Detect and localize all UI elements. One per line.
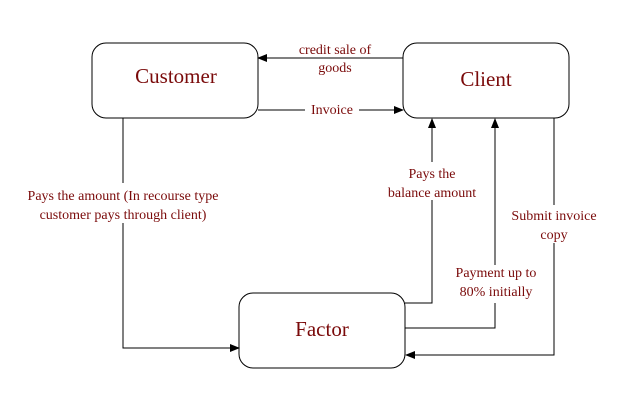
client-label: Client	[460, 67, 511, 91]
edge-submit-invoice: Submit invoice copy	[405, 118, 597, 359]
factor-label: Factor	[295, 317, 349, 341]
submit-invoice-label-line2: copy	[540, 228, 567, 243]
client-box	[402, 42, 570, 119]
pays-balance-label-line2: balance amount	[388, 186, 476, 201]
pays-balance-arrow-bottom	[405, 200, 433, 304]
edge-pays-balance: Pays the balance amount	[388, 118, 476, 304]
submit-invoice-label-line1: Submit invoice	[511, 209, 596, 224]
client-node: Client	[402, 42, 570, 119]
customer-node: Customer	[91, 42, 259, 119]
pays-amount-label-line1: Pays the amount (In recourse type	[28, 189, 219, 204]
edge-invoice: Invoice	[258, 103, 404, 118]
pays-amount-label-line2: customer pays through client)	[40, 208, 207, 223]
edge-payment-initial: Payment up to 80% initially	[405, 118, 537, 329]
submit-invoice-arrow-bottom	[405, 243, 555, 359]
payment-initial-label-line2: 80% initially	[460, 285, 533, 300]
pays-amount-arrow-bottom	[122, 223, 240, 352]
customer-label: Customer	[135, 64, 217, 88]
factor-box	[238, 292, 406, 369]
credit-sale-label-line1: credit sale of	[299, 43, 372, 58]
factor-node: Factor	[238, 292, 406, 369]
payment-initial-arrow-bottom	[405, 303, 496, 329]
edge-pays-amount: Pays the amount (In recourse type custom…	[28, 118, 240, 352]
customer-box	[91, 42, 259, 119]
payment-initial-label-line1: Payment up to	[456, 266, 537, 281]
invoice-label: Invoice	[311, 103, 353, 118]
pays-balance-label-line1: Pays the	[408, 167, 455, 182]
credit-sale-label-line2: goods	[318, 61, 351, 76]
edge-credit-sale: credit sale of goods	[257, 43, 403, 76]
